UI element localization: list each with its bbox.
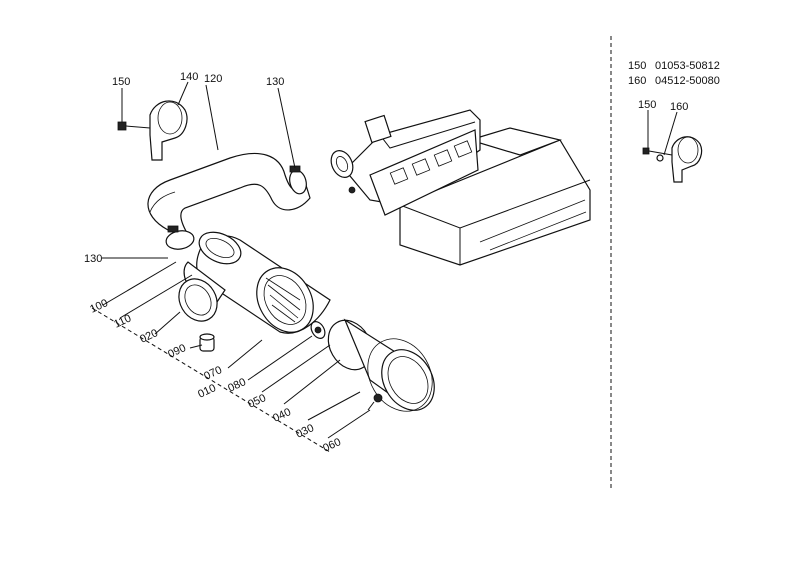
callout-160: 160 xyxy=(670,101,688,113)
callout-080: 080 xyxy=(226,376,248,395)
callout-120: 120 xyxy=(204,73,222,85)
gasket-020 xyxy=(178,278,218,322)
intake-manifold xyxy=(330,109,481,216)
dust-cup-030 xyxy=(327,318,435,411)
engine-block xyxy=(399,127,591,266)
hose-120 xyxy=(147,152,311,240)
callout-labels: 150 140 120 130 130 100 110 020 090 070 … xyxy=(84,71,688,455)
callout-060: 060 xyxy=(321,436,343,455)
callout-030: 030 xyxy=(294,422,316,441)
filter-element-070 xyxy=(256,267,314,333)
parts-ref-160: 160 xyxy=(628,75,646,87)
callout-150a: 150 xyxy=(112,76,130,88)
leader-lines xyxy=(91,81,678,453)
cap-090 xyxy=(199,333,215,352)
parts-no-160: 04512-50080 xyxy=(655,75,720,87)
bracket-140 xyxy=(117,100,188,161)
parts-ref-150: 150 xyxy=(628,60,646,72)
callout-010: 010 xyxy=(196,382,218,401)
clamp-130-upper xyxy=(289,165,307,195)
callout-100: 100 xyxy=(88,297,110,316)
callout-110: 110 xyxy=(112,312,133,330)
callout-090: 090 xyxy=(166,342,188,361)
callout-140: 140 xyxy=(180,71,198,83)
callout-020: 020 xyxy=(138,327,160,346)
callout-150b: 150 xyxy=(638,99,656,111)
clamp-band-060 xyxy=(367,338,433,412)
parts-no-150: 01053-50812 xyxy=(655,60,720,72)
callout-070: 070 xyxy=(202,364,224,383)
callout-040: 040 xyxy=(271,406,293,425)
clamp-130-lower xyxy=(165,225,195,250)
callout-130a: 130 xyxy=(266,76,284,88)
bracket-detail xyxy=(642,136,703,183)
parts-table: 150 01053-50812 160 04512-50080 xyxy=(628,60,720,87)
callout-050: 050 xyxy=(246,392,268,411)
wing-nut-080 xyxy=(310,321,326,339)
callout-130b: 130 xyxy=(84,253,102,265)
